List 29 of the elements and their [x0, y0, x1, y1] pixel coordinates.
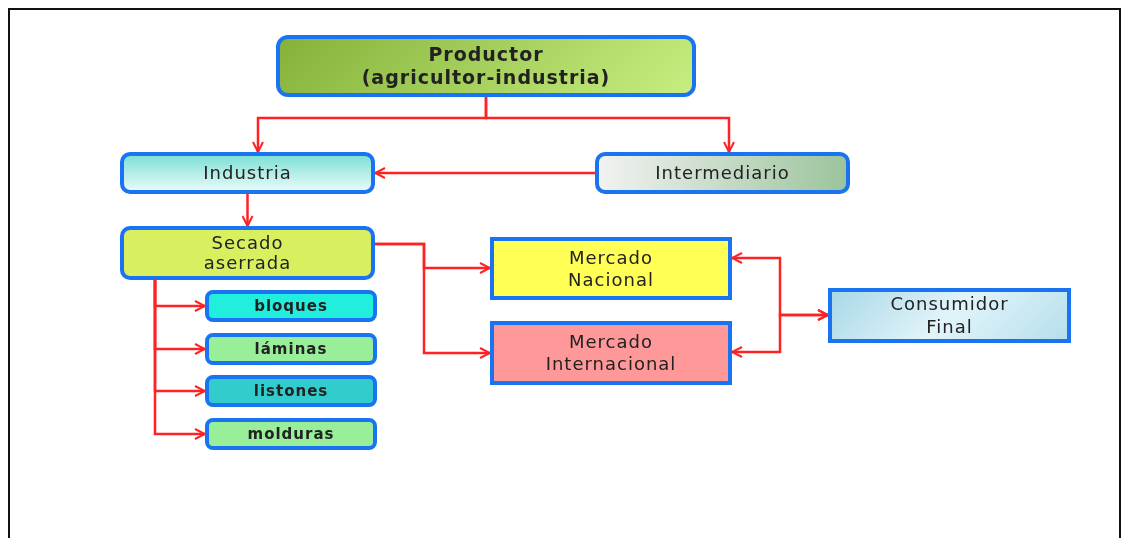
node-label: Consumidor Final [889, 293, 1010, 338]
market-box [490, 237, 732, 300]
arrow [484, 97, 735, 153]
node-label: Industria [203, 162, 292, 184]
arrow [731, 309, 829, 358]
node-label: Secado aserrada [202, 233, 293, 273]
process-box [205, 418, 377, 450]
node-label: Mercado Nacional [567, 246, 655, 291]
node-label: bloques [254, 297, 328, 315]
node-label: molduras [247, 425, 335, 443]
node-label: (agricultor-industria) [361, 66, 611, 89]
market-box [828, 288, 1071, 343]
process-box [205, 333, 377, 365]
arrow [241, 194, 254, 227]
process-box [120, 152, 375, 194]
node-label: láminas [254, 340, 328, 358]
arrow [375, 242, 491, 359]
node-label: Intermediario [655, 162, 790, 184]
process-box [120, 226, 375, 280]
process-box [205, 375, 377, 407]
arrow [153, 280, 206, 440]
node-label: Mercado Internacional [544, 331, 678, 375]
node-label: listones [253, 382, 329, 400]
process-box [205, 290, 377, 322]
node-label: Productor [428, 43, 544, 66]
arrow [374, 167, 595, 179]
process-box [595, 152, 850, 194]
market-box [490, 321, 732, 385]
process-box [276, 35, 696, 97]
